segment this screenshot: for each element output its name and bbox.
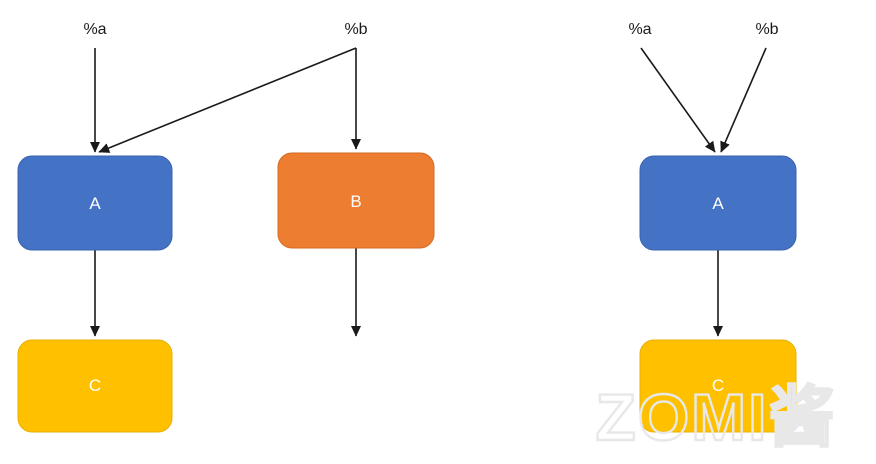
variable-label-b-right: %b	[755, 21, 778, 38]
node-b-left-label: B	[350, 192, 361, 211]
node-a-right[interactable]: A	[639, 155, 797, 251]
node-a-left[interactable]: A	[17, 155, 173, 251]
node-a-left-label: A	[89, 194, 101, 213]
right-diagram-edges	[640, 47, 767, 337]
variable-label-b-left: %b	[344, 21, 367, 38]
edge-var-b-to-node-a-right	[720, 47, 767, 153]
edge-var-b-to-node-a	[98, 47, 357, 153]
left-diagram-edges	[89, 47, 362, 337]
node-a-right-label: A	[712, 194, 724, 213]
node-a-right-shape[interactable]	[639, 155, 797, 251]
node-b-left-shape[interactable]	[277, 152, 435, 249]
node-c-left[interactable]: C	[17, 339, 173, 433]
node-c-right-shape[interactable]	[639, 339, 797, 433]
right-diagram: %a %b A C	[628, 21, 797, 433]
left-diagram: %a %b A B C	[17, 21, 435, 433]
node-c-left-label: C	[89, 376, 101, 395]
variable-label-a-right: %a	[628, 21, 651, 38]
variable-label-a-left: %a	[83, 21, 106, 38]
node-a-left-shape[interactable]	[17, 155, 173, 251]
edge-var-a-to-node-a-right	[640, 47, 716, 153]
watermark: ZOMI酱	[596, 380, 837, 454]
node-c-right-label: C	[712, 376, 724, 395]
node-c-right[interactable]: C	[639, 339, 797, 433]
node-c-left-shape[interactable]	[17, 339, 173, 433]
node-b-left[interactable]: B	[277, 152, 435, 249]
